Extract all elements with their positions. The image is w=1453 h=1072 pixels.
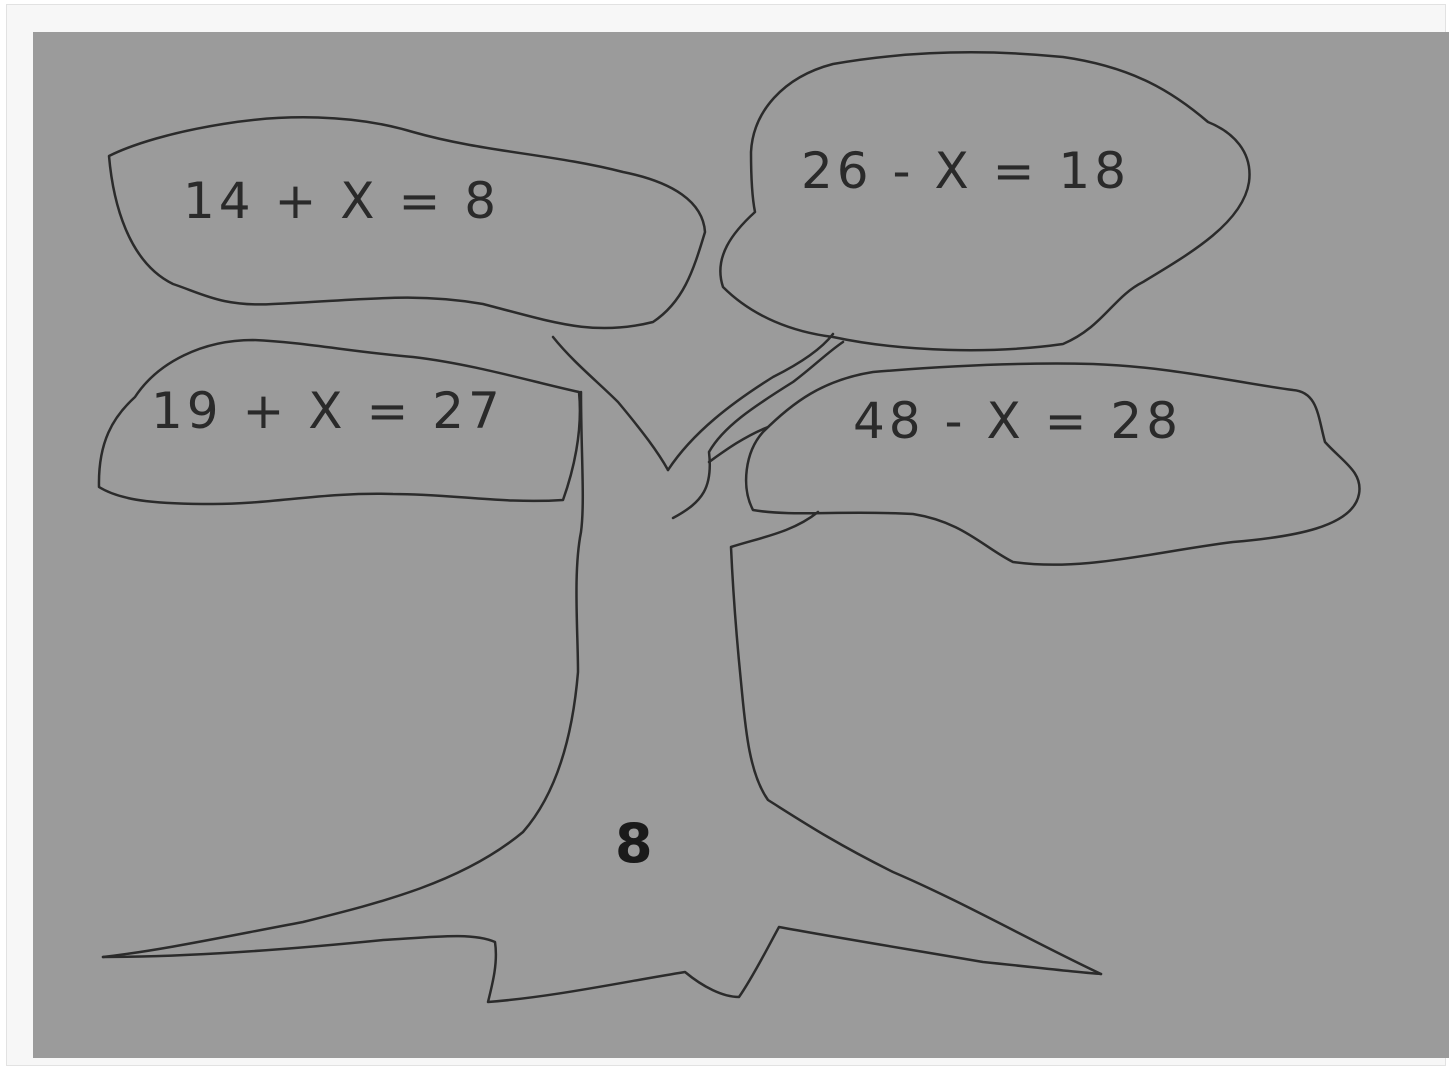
leaf-top-right-outline <box>720 52 1249 350</box>
trunk-answer: 8 <box>615 812 653 875</box>
equation-middle-right: 48 - X = 28 <box>853 392 1182 450</box>
branch-right-outer-outline <box>668 334 833 470</box>
equation-top-right: 26 - X = 18 <box>801 142 1130 200</box>
trunk-bottom-outline <box>103 927 1101 1002</box>
image-frame: 14 + X = 8 26 - X = 18 19 + X = 27 48 - … <box>6 4 1446 1066</box>
tree-worksheet-panel: 14 + X = 8 26 - X = 18 19 + X = 27 48 - … <box>33 32 1449 1058</box>
trunk-right-outline <box>731 512 1101 974</box>
equation-middle-left: 19 + X = 27 <box>151 382 504 440</box>
trunk-left-outline <box>103 392 583 957</box>
branch-right-lower-outline <box>709 427 768 462</box>
equation-top-left: 14 + X = 8 <box>183 172 500 230</box>
branch-left-outline <box>553 337 668 470</box>
